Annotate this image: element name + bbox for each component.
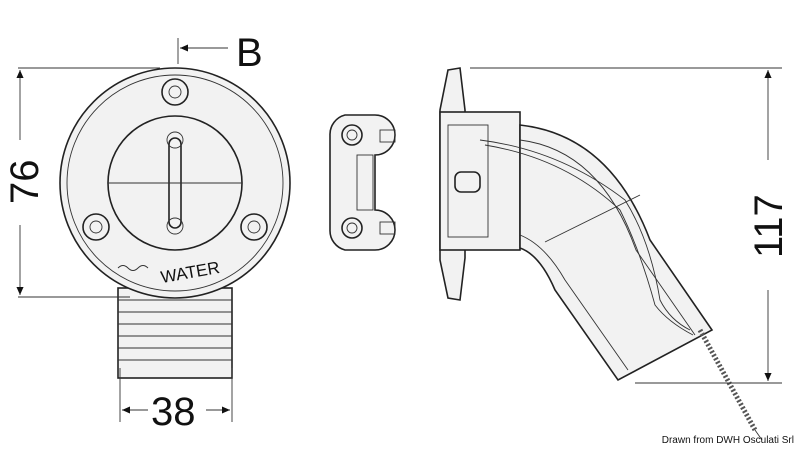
credit-text: Drawn from DWH Osculati Srl bbox=[661, 435, 794, 446]
dim-38-label: 38 bbox=[151, 390, 196, 434]
dim-76-label: 76 bbox=[3, 160, 47, 205]
dimension-b: B bbox=[177, 31, 263, 75]
front-view: WATER bbox=[59, 67, 291, 379]
screw-holes bbox=[82, 78, 268, 241]
dim-b-label: B bbox=[236, 31, 263, 75]
dimension-117: 117 bbox=[470, 67, 791, 384]
side-view bbox=[439, 67, 763, 441]
dimension-76: 76 bbox=[3, 67, 160, 298]
cap-handle bbox=[108, 131, 242, 235]
hose-barb bbox=[117, 287, 233, 379]
cable bbox=[697, 328, 758, 432]
elbow-pipe bbox=[519, 124, 714, 382]
dim-117-label: 117 bbox=[747, 194, 791, 258]
gasket bbox=[329, 114, 396, 251]
dimension-38: 38 bbox=[119, 368, 233, 434]
